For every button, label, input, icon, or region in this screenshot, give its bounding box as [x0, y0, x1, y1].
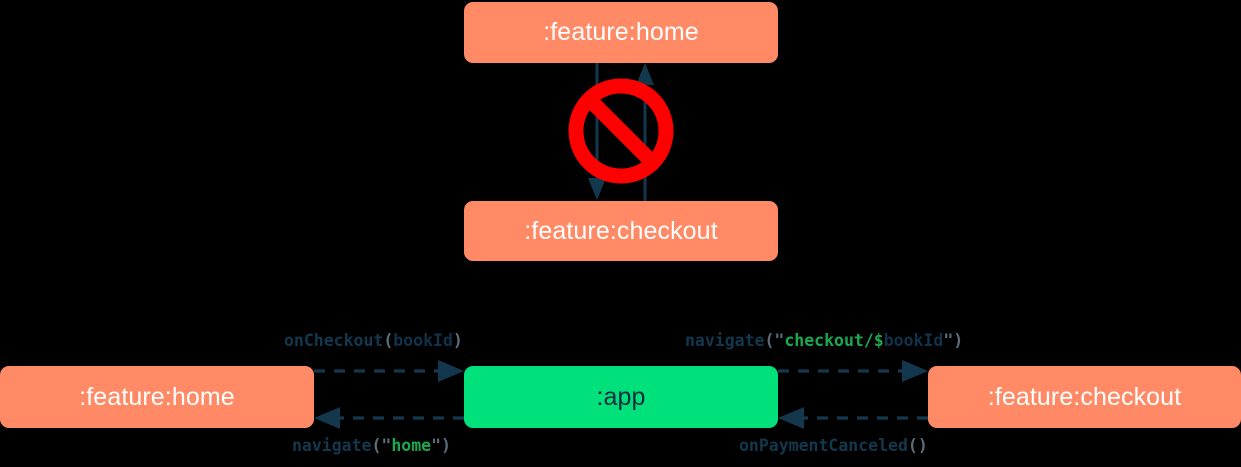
code-token: " — [774, 331, 785, 350]
node-label: :feature:home — [543, 18, 699, 46]
code-token: ( — [764, 331, 775, 350]
node-feature-checkout-bottom[interactable]: :feature:checkout — [928, 366, 1241, 428]
code-token: checkout/ — [784, 331, 874, 350]
edge-label-navigate-checkout: navigate("checkout/$bookId") — [685, 331, 963, 350]
node-feature-checkout-top[interactable]: :feature:checkout — [464, 201, 778, 261]
node-feature-home-top[interactable]: :feature:home — [464, 2, 778, 63]
node-feature-home-bottom[interactable]: :feature:home — [0, 366, 314, 428]
node-label: :feature:checkout — [987, 382, 1182, 411]
node-label: :feature:checkout — [524, 216, 718, 245]
edge-checkout-to-home — [636, 63, 654, 201]
code-token: onPaymentCanceled — [739, 436, 908, 455]
node-app[interactable]: :app — [464, 366, 778, 428]
code-token: onCheckout — [284, 331, 384, 350]
code-token: " — [943, 331, 954, 350]
code-token: " — [381, 436, 392, 455]
code-token: navigate — [292, 436, 372, 455]
edge-label-on-payment-canceled: onPaymentCanceled() — [739, 436, 928, 455]
edge-label-navigate-home: navigate("home") — [292, 436, 451, 455]
code-token: " — [431, 436, 442, 455]
node-label: :app — [596, 382, 646, 411]
code-token: ) — [917, 436, 928, 455]
edge-app-to-home — [314, 407, 464, 429]
edge-checkout-to-app — [778, 407, 928, 429]
code-token: bookId — [393, 331, 453, 350]
code-token: bookId — [883, 331, 944, 350]
edge-home-to-app — [314, 360, 464, 382]
edge-home-to-checkout — [588, 63, 606, 200]
code-token: navigate — [685, 331, 765, 350]
code-token: home — [391, 436, 432, 455]
code-token: ) — [452, 331, 463, 350]
edge-app-to-checkout — [778, 360, 928, 382]
edge-label-on-checkout: onCheckout(bookId) — [284, 331, 463, 350]
node-label: :feature:home — [79, 382, 235, 411]
code-token: ( — [907, 436, 918, 455]
code-token: ) — [953, 331, 964, 350]
code-token: ( — [371, 436, 382, 455]
prohibition-icon — [568, 78, 674, 184]
code-token: $ — [873, 331, 884, 350]
code-token: ( — [383, 331, 394, 350]
code-token: ) — [441, 436, 451, 455]
